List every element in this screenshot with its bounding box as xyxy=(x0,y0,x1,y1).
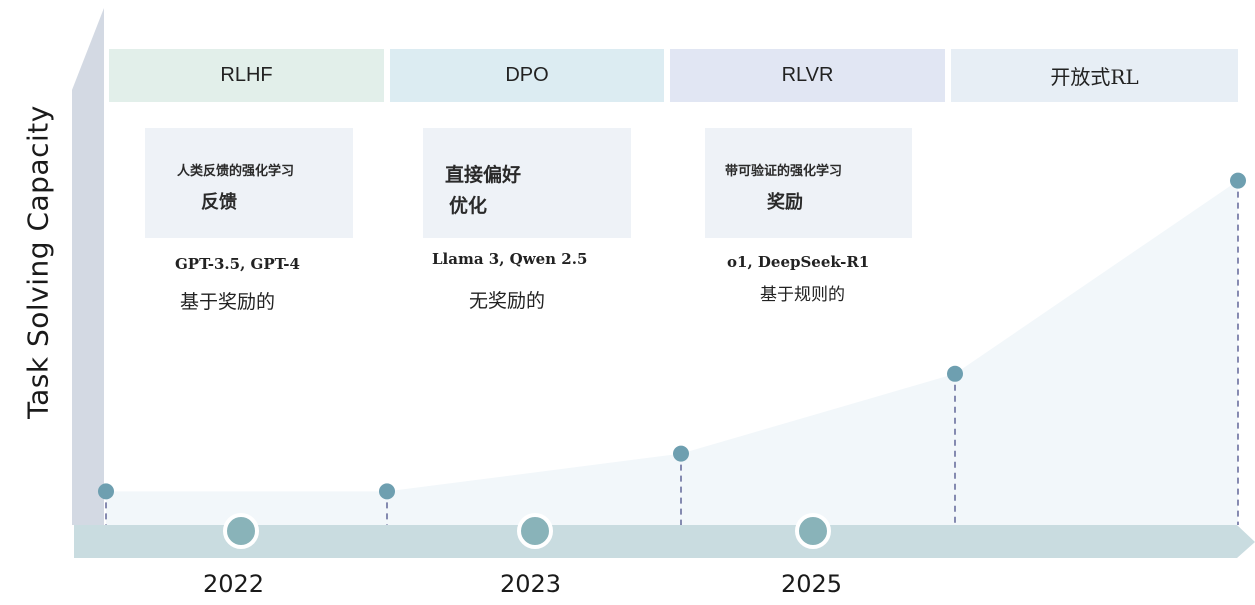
reward-type: 基于奖励的 xyxy=(180,291,276,313)
phase-band-label: RLHF xyxy=(220,64,273,86)
card-rlvr: 带可验证的强化学习 奖励 xyxy=(705,128,912,238)
capacity-area xyxy=(106,180,1238,525)
phase-band-rlvr: RLVR xyxy=(670,49,945,102)
year-label: 2025 xyxy=(781,570,843,598)
capacity-point xyxy=(673,445,689,462)
year-marker xyxy=(517,513,553,549)
capacity-point xyxy=(98,483,114,500)
card-line-1: 人类反馈的强化学习 xyxy=(177,164,295,179)
year-marker xyxy=(795,513,831,549)
card-line-2: 优化 xyxy=(449,195,488,217)
phase-band-dpo: DPO xyxy=(390,49,664,102)
year-label: 2023 xyxy=(500,570,562,598)
y-axis-label: Task Solving Capacity xyxy=(21,105,55,419)
timeline-bar xyxy=(74,525,1255,558)
card-dpo: 直接偏好 优化 xyxy=(423,128,631,238)
reward-type: 无奖励的 xyxy=(469,290,546,312)
model-names: GPT-3.5, GPT-4 xyxy=(175,255,300,273)
year-marker xyxy=(223,513,259,549)
y-axis-arrow xyxy=(72,8,104,525)
card-line-2: 奖励 xyxy=(767,192,803,213)
capacity-point xyxy=(379,483,395,500)
year-label: 2022 xyxy=(203,570,265,598)
model-names: Llama 3, Qwen 2.5 xyxy=(432,250,588,268)
phase-band-rlhf: RLHF xyxy=(109,49,384,102)
phase-band-label: DPO xyxy=(505,64,549,86)
card-line-1: 带可验证的强化学习 xyxy=(725,164,843,179)
card-rlhf: 人类反馈的强化学习 反馈 xyxy=(145,128,353,238)
phase-band-label: RLVR xyxy=(781,64,834,86)
capacity-point xyxy=(947,365,963,382)
model-names: o1, DeepSeek-R1 xyxy=(727,253,870,271)
reward-type: 基于规则的 xyxy=(760,285,845,305)
card-line-2: 反馈 xyxy=(201,192,237,213)
phase-band-open-rl: 开放式RL xyxy=(951,49,1238,102)
capacity-point xyxy=(1230,172,1246,189)
phase-band-label: 开放式RL xyxy=(1050,65,1139,89)
card-line-1: 直接偏好 xyxy=(445,164,522,186)
